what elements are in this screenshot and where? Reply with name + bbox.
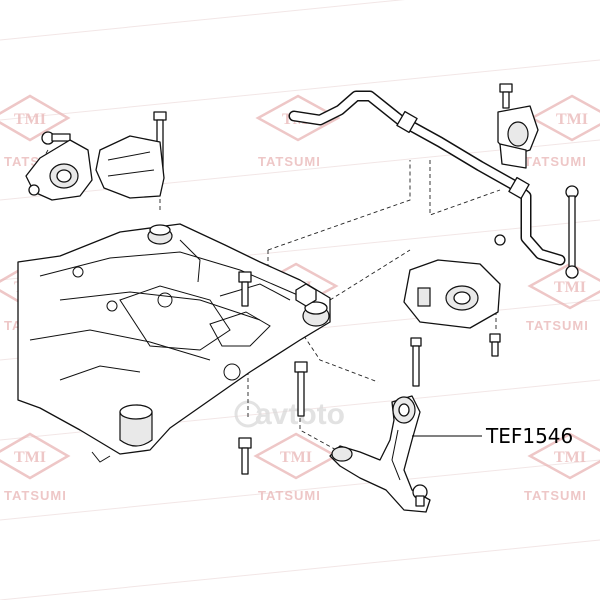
bolt-small-left (41, 131, 71, 145)
bolt-stabilizer-top (499, 83, 513, 109)
stabilizer-link (494, 185, 579, 279)
stabilizer-bushing (497, 105, 539, 169)
watermark-word: TATSUMI (524, 488, 587, 503)
watermark-word: TATSUMI (4, 488, 67, 503)
watermark-word: TATSUMI (526, 318, 589, 333)
bolt-lower-center (294, 361, 308, 417)
suspension-bracket (403, 259, 501, 329)
engine-mount (25, 139, 93, 201)
nut-center (295, 283, 317, 307)
stabilizer-bar (288, 90, 566, 266)
watermark-mark: TMI (280, 449, 312, 466)
bolt-bracket-small (489, 333, 501, 357)
watermark-logo: TMI (529, 94, 600, 142)
watermark-mark: TMI (556, 111, 588, 128)
front-subframe (17, 223, 331, 463)
watermark-logo: TMI (253, 432, 339, 480)
heat-shield (95, 135, 165, 199)
part-number-label: TEF1546 (485, 424, 573, 448)
watermark-word: TATSUMI (258, 488, 321, 503)
bolt-center-upper (238, 271, 252, 307)
subframe-mount-front-right (302, 301, 330, 327)
watermark-word: TATSUMI (258, 154, 321, 169)
bolt-lower-left (238, 437, 252, 475)
watermark-mark: TMI (554, 279, 586, 296)
watermark-logo: TMI (0, 432, 71, 480)
watermark-logo: TMI (527, 262, 600, 310)
watermark-mark: TMI (554, 449, 586, 466)
bolt-bracket (410, 337, 422, 387)
watermark-mark: TMI (14, 449, 46, 466)
subframe-mount-rear (119, 404, 153, 447)
watermark-logo: TMI (0, 94, 71, 142)
subframe-mount-front-left (147, 224, 173, 245)
watermark-logo: TMI (527, 432, 600, 480)
watermark-word: TATSUMI (524, 154, 587, 169)
watermark-mark: TMI (14, 111, 46, 128)
part-callout: TEF1546 (412, 424, 573, 448)
lower-control-arm (329, 395, 431, 513)
